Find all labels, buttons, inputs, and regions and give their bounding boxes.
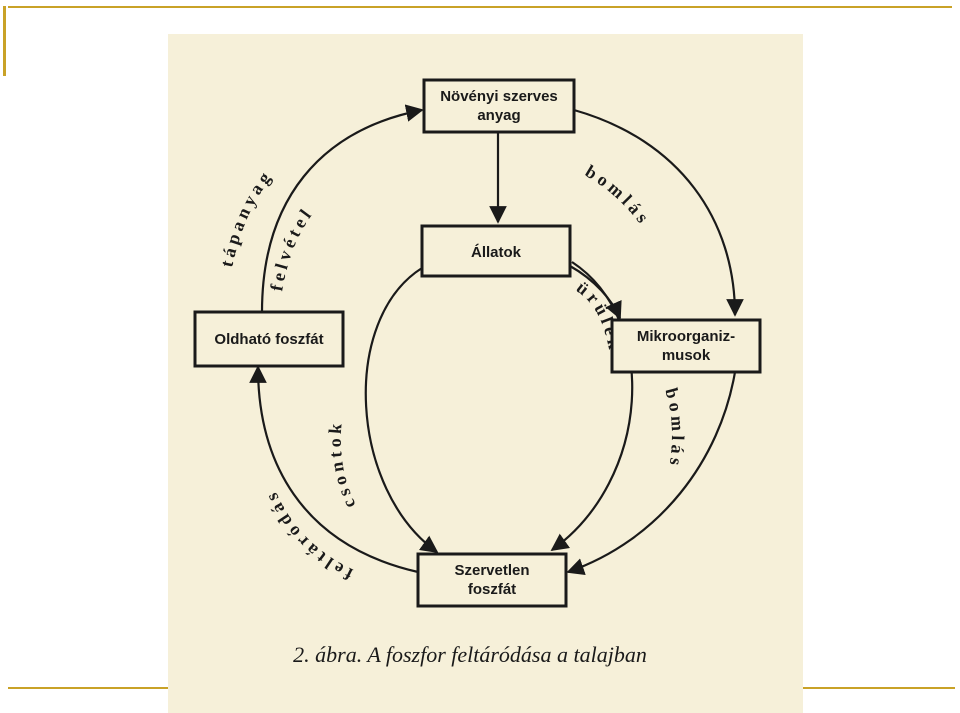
label-bomlas-right: bomlás [661, 386, 688, 471]
slide-top-rule [8, 6, 952, 8]
label-bomlas-top: bomlás [582, 161, 655, 230]
svg-text:musok: musok [662, 347, 711, 364]
svg-text:Szervetlen: Szervetlen [454, 562, 529, 579]
arrow-oldhato-to-novenyi [260, 104, 424, 313]
label-felvetel: felvétel [266, 203, 317, 293]
slide-left-rule [3, 6, 6, 76]
slide-bottom-rule-right [803, 687, 955, 689]
svg-text:anyag: anyag [477, 107, 520, 124]
node-szervetlen-foszfat: Szervetlen foszfát [416, 552, 568, 608]
svg-text:Növényi szerves: Növényi szerves [440, 88, 558, 105]
node-allatok: Állatok [420, 224, 572, 278]
label-csontok: csontok [325, 419, 360, 512]
figure-caption: 2. ábra. A foszfor feltáródása a talajba… [293, 642, 647, 667]
arrow-novenyi-to-mikro [573, 108, 744, 317]
arrow-mikro-to-szervetlen [566, 371, 737, 576]
node-oldhato-foszfat: Oldható foszfát [193, 310, 345, 368]
node-mikroorganizmusok: Mikroorganiz- musok [610, 318, 762, 374]
svg-text:Állatok: Állatok [471, 244, 522, 261]
arrow-allatok-to-szervetlen [550, 261, 634, 552]
arrow-szervetlen-to-oldhato [249, 365, 419, 574]
svg-text:Mikroorganiz-: Mikroorganiz- [637, 328, 735, 345]
slide-bottom-rule-left [8, 687, 168, 689]
arrow-allatok-to-szervetlen-bones [364, 267, 439, 554]
svg-text:Oldható foszfát: Oldható foszfát [214, 331, 323, 348]
node-novenyi-szerves-anyag: Növényi szerves anyag [422, 78, 576, 134]
svg-text:foszfát: foszfát [468, 581, 516, 598]
